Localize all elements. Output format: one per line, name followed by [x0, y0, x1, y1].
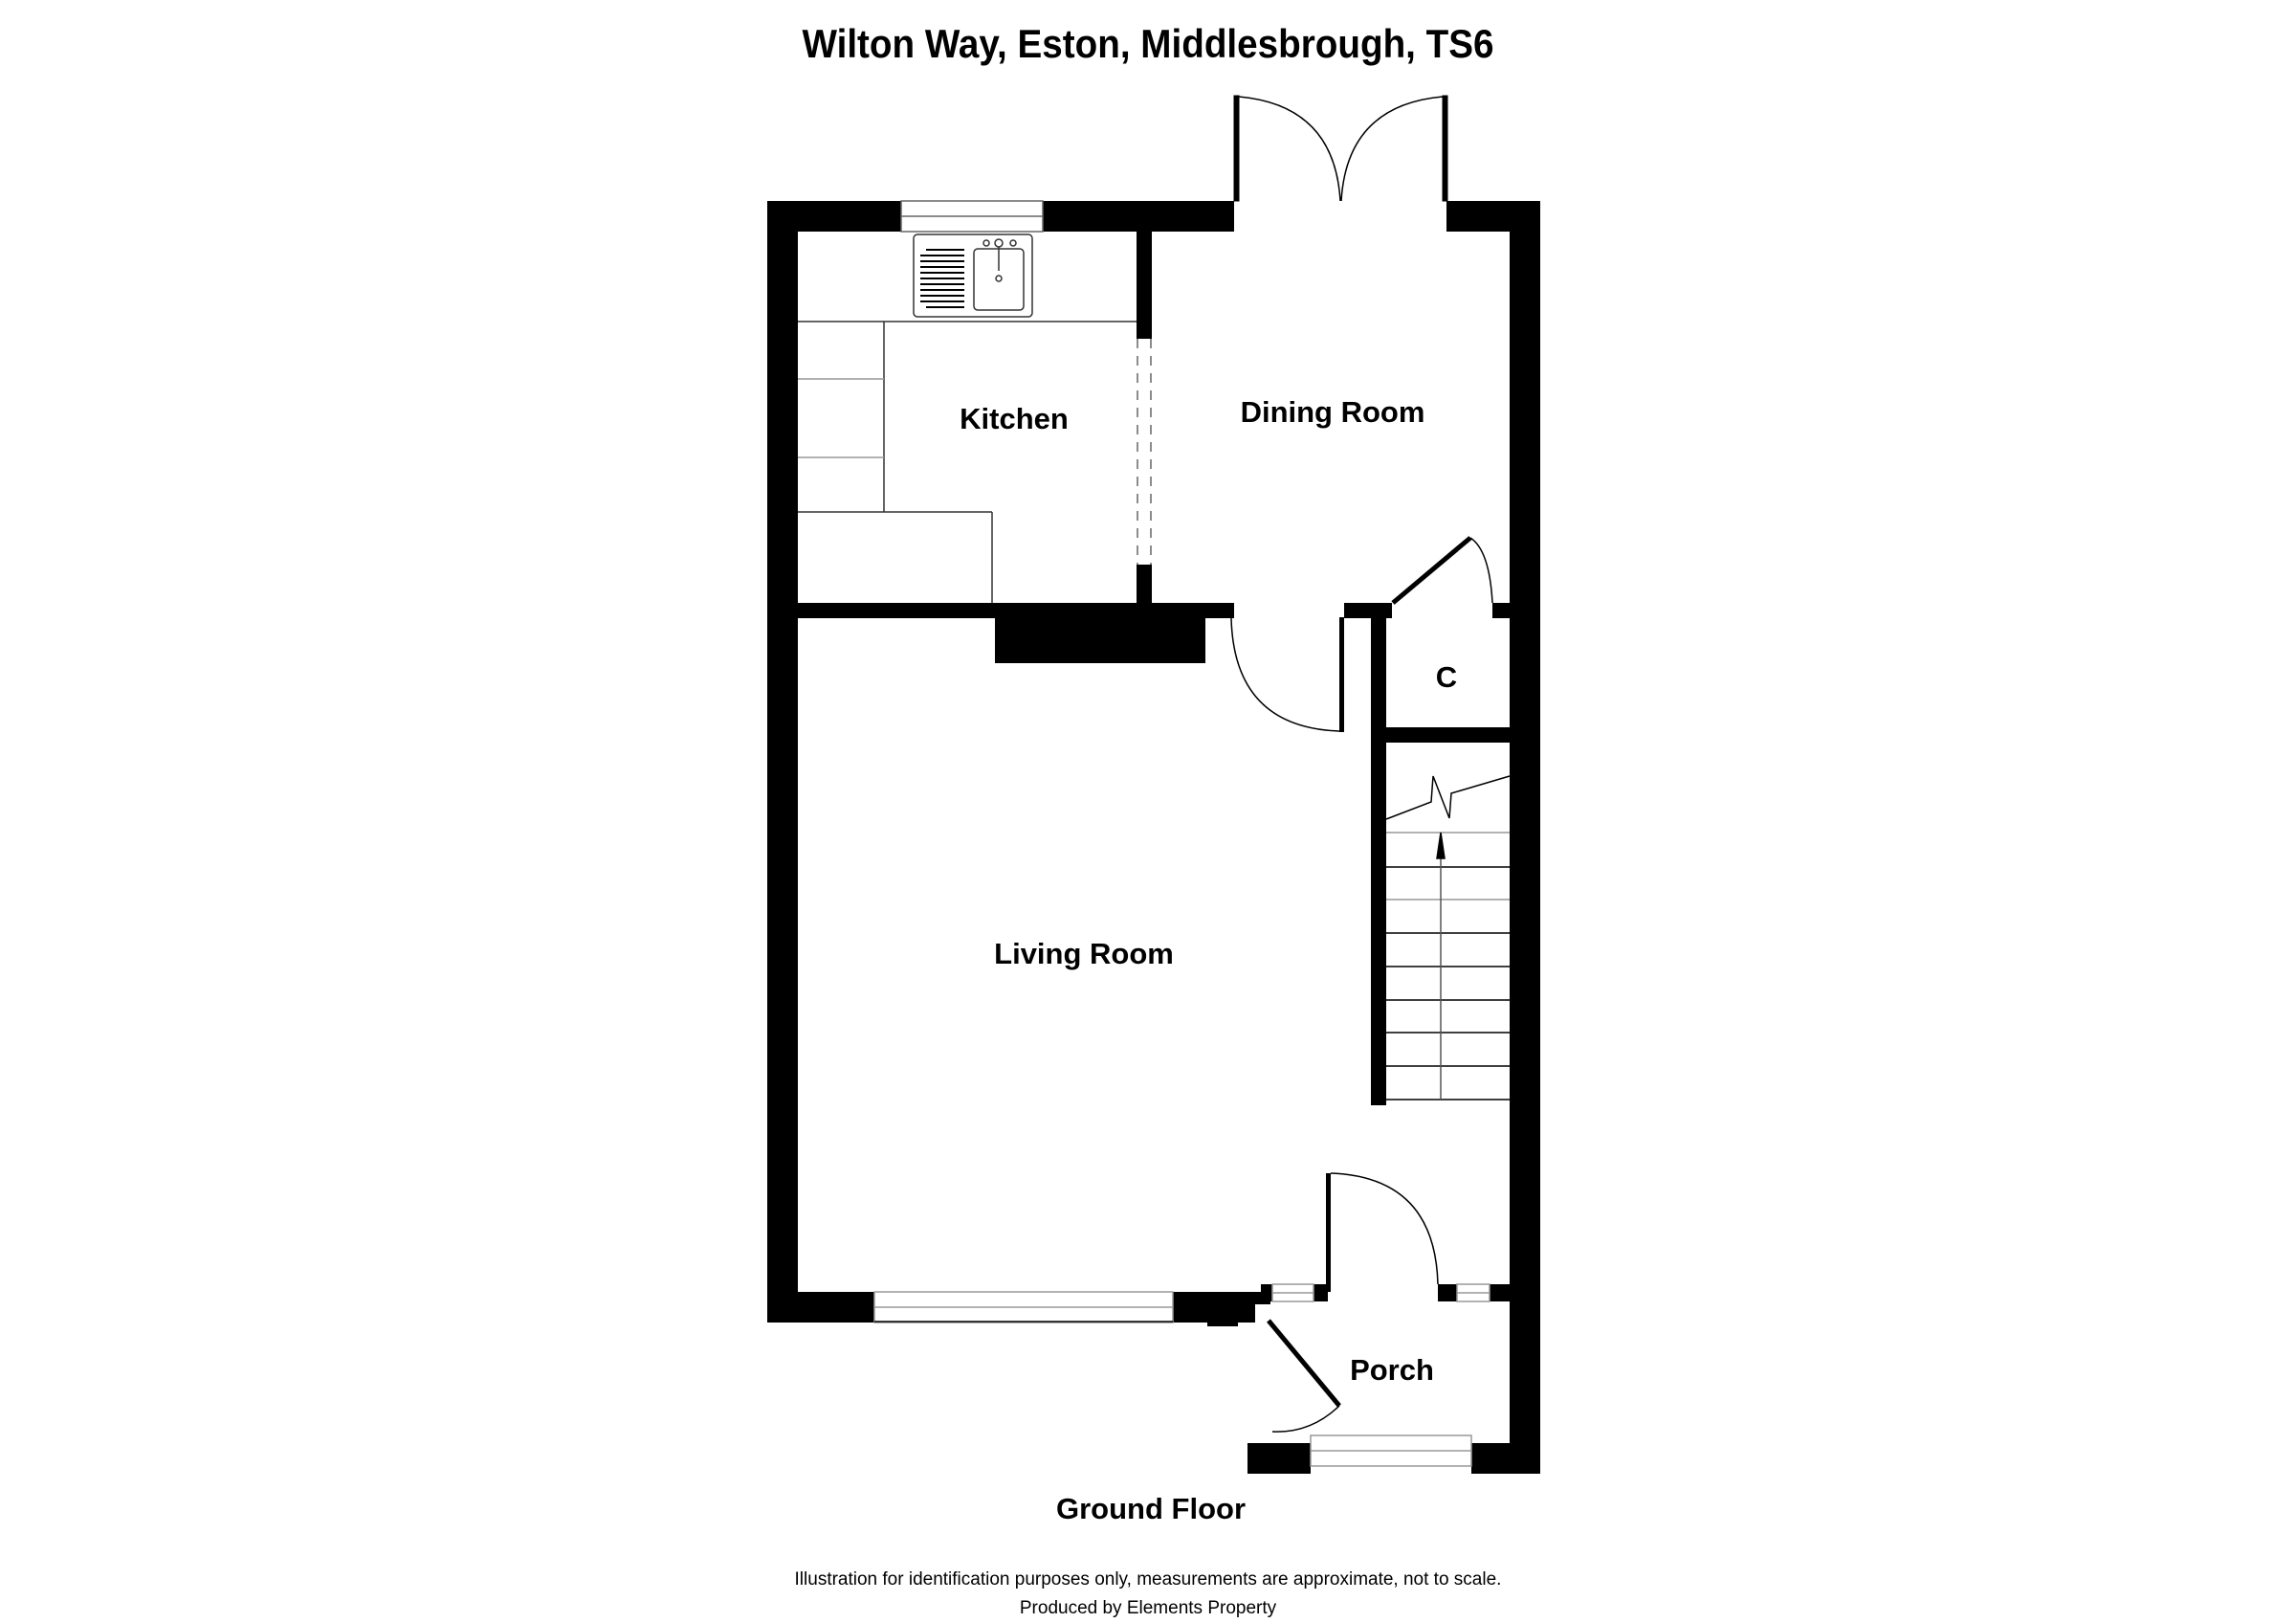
- front-door: [1267, 1319, 1341, 1433]
- room-label-cupboard: C: [1435, 660, 1458, 694]
- room-label-porch: Porch: [1350, 1353, 1434, 1387]
- porch-side-windows: [1271, 1283, 1490, 1302]
- interior-walls: [798, 232, 1510, 1301]
- sink-icon: [913, 233, 1033, 318]
- kitchen-units: [798, 321, 1137, 603]
- kitchen-window: [900, 200, 1044, 233]
- serving-hatch: [1137, 339, 1152, 565]
- staircase: [1385, 775, 1511, 1101]
- porch-inner-door: [1330, 1172, 1439, 1285]
- living-room-window: [873, 1291, 1174, 1323]
- exterior-walls: [767, 201, 1540, 1474]
- room-label-living-room: Living Room: [994, 937, 1174, 970]
- french-doors: [1233, 95, 1448, 202]
- porch-front-window: [1310, 1434, 1472, 1467]
- disclaimer-text: Illustration for identification purposes…: [794, 1569, 1502, 1590]
- room-label-dining-room: Dining Room: [1240, 395, 1425, 429]
- cupboard-door: [1391, 536, 1493, 605]
- room-label-kitchen: Kitchen: [960, 402, 1069, 435]
- plan-title: Wilton Way, Eston, Middlesbrough, TS6: [802, 21, 1494, 66]
- floor-label: Ground Floor: [1055, 1492, 1247, 1525]
- living-room-door: [1230, 617, 1340, 732]
- producer-text: Produced by Elements Property: [1019, 1598, 1277, 1618]
